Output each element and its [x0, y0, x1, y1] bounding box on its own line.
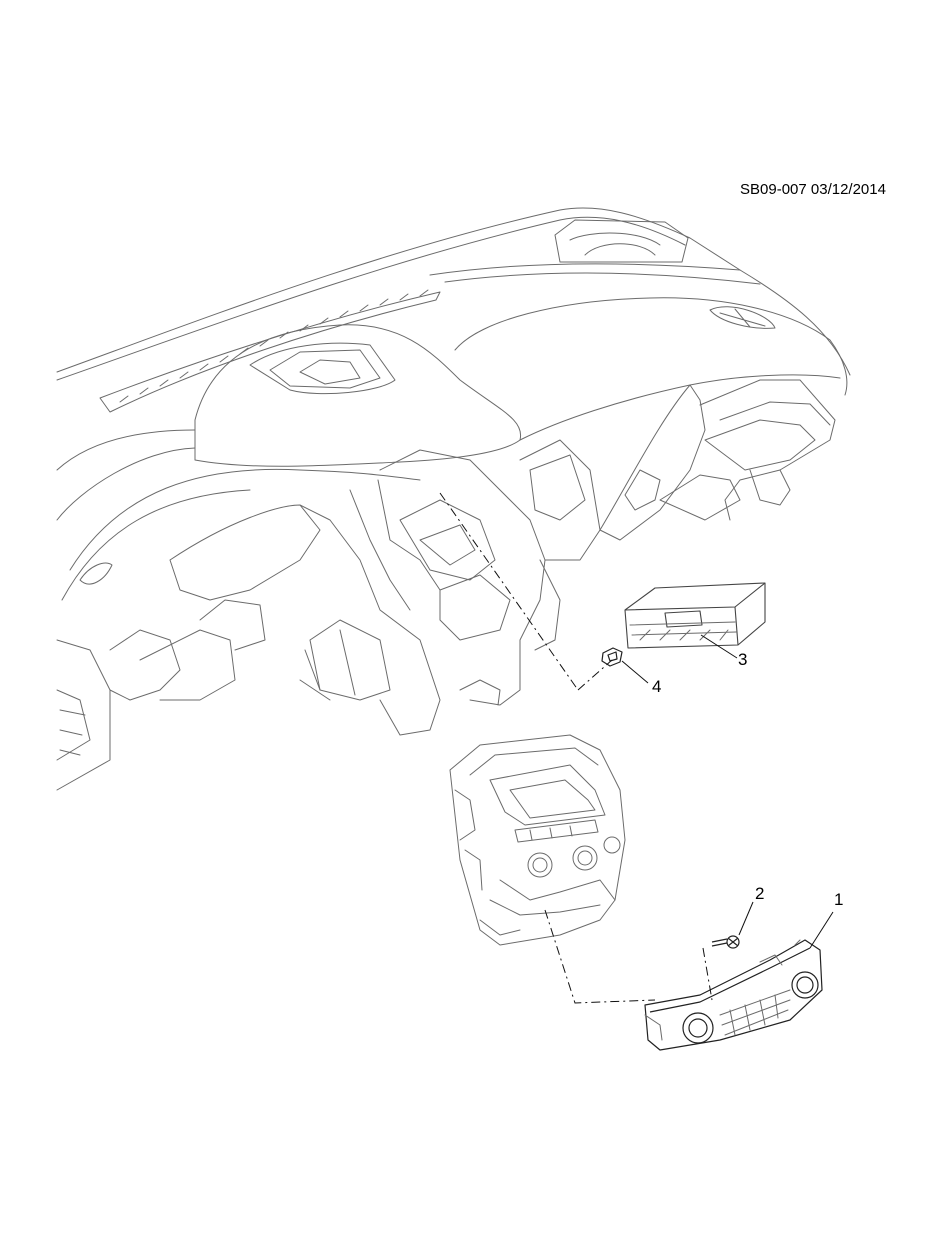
assembly-lines: [439, 492, 713, 1004]
callout-1: 1: [834, 890, 844, 909]
hvac-control-panel-part: [644, 939, 823, 1051]
callout-2: 2: [755, 884, 765, 903]
control-module-part: [624, 582, 766, 649]
callout-3: 3: [738, 650, 748, 669]
instrument-panel: [56, 207, 851, 791]
callout-4: 4: [652, 677, 662, 696]
leader-lines: [621, 634, 834, 949]
screw-part: [711, 935, 740, 949]
drawing-reference: SB09-007 03/12/2014: [740, 181, 886, 198]
center-stack-faceplate: [449, 734, 626, 946]
clip-part: [601, 647, 623, 667]
